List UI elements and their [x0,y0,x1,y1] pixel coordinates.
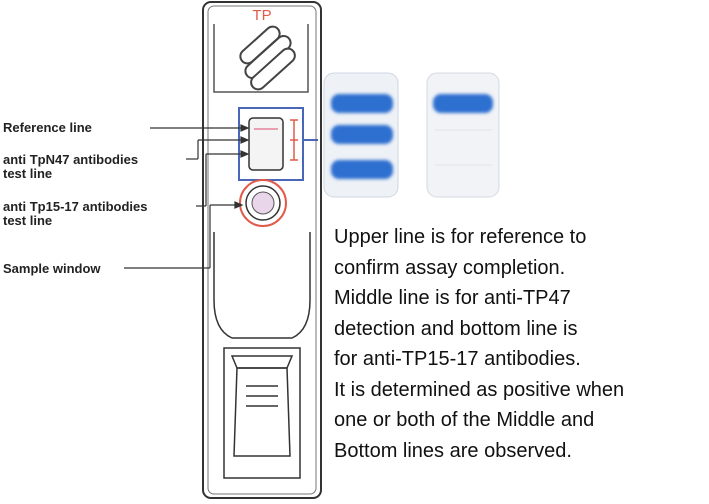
description-line: Bottom lines are observed. [334,439,572,462]
strip-band-upper [331,94,393,113]
description-line: for anti-TP15-17 antibodies. [334,348,581,370]
callout-text: test line [3,166,53,181]
callout-text: Reference line [3,120,92,135]
grip-ridges-icon [239,25,296,91]
description-line: one or both of the Middle and [334,409,595,431]
description-line: Middle line is for anti-TP47 [334,287,571,309]
callout-anti-tpn47-line: anti TpN47 antibodies test line [3,153,138,181]
tp-label: TP [252,7,271,24]
strip-band-bottom [331,160,393,179]
callout-text: Sample window [3,261,101,276]
callout-anti-tp15-17-line: anti Tp15-17 antibodies test line [3,200,147,228]
description-line: Upper line is for reference to [334,226,587,248]
callout-sample-window: Sample window [3,262,101,276]
description-line: confirm assay completion. [334,256,566,279]
cassette-handle [213,232,311,479]
strip-band-upper [433,94,493,113]
description-line: detection and bottom line is [334,317,578,340]
strip-band-middle [331,125,393,144]
callout-leaders [124,124,250,269]
callout-text: anti Tp15-17 antibodies [3,199,148,214]
callout-text: test line [3,213,53,228]
strip-three-lines [323,72,399,198]
sample-well [239,179,287,227]
description-line: It is determined as positive when [334,378,625,401]
strip-one-line [426,72,500,198]
callout-reference-line: Reference line [3,121,92,135]
result-interpretation-text: Upper line is for reference to confirm a… [334,222,706,466]
result-window [238,107,318,181]
cassette-body [202,1,322,499]
callout-text: anti TpN47 antibodies [3,152,139,167]
